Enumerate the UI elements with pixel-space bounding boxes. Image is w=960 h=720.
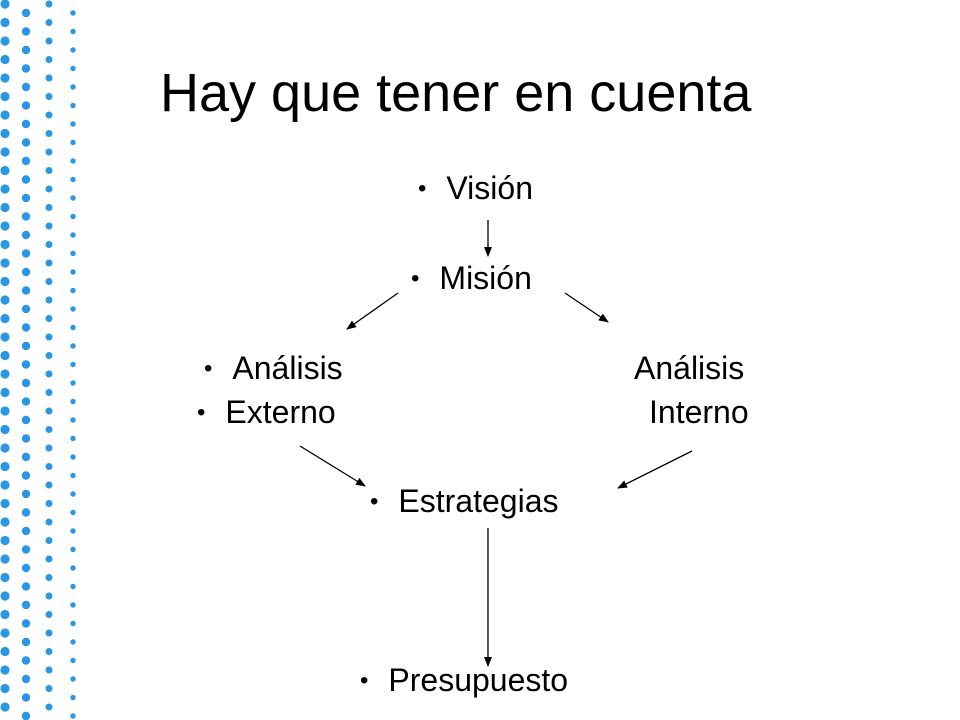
node-analisis-externo-line1: • Análisis	[204, 348, 343, 389]
arrow-mision-to-analisis-externo	[346, 292, 399, 330]
arrow-analisis-interno-to-estrategias	[617, 450, 693, 489]
slide-title: Hay que tener en cuenta	[160, 63, 752, 123]
arrow-analisis-externo-to-estrategias	[299, 445, 366, 487]
node-estrategias-label: Estrategias	[398, 483, 559, 519]
node-analisis-externo-line2: • Externo	[197, 392, 336, 433]
analisis-externo-label-line1: Análisis	[232, 350, 343, 386]
node-presupuesto: • Presupuesto	[360, 660, 568, 701]
dotted-side-pattern	[0, 0, 76, 720]
analisis-interno-label-line1: Análisis	[634, 350, 745, 386]
bullet-icon: •	[411, 265, 420, 292]
bullet-icon: •	[360, 667, 369, 694]
bullet-icon: •	[197, 399, 206, 426]
arrow-mision-to-analisis-interno	[564, 292, 609, 323]
analisis-externo-label-line2: Externo	[225, 394, 336, 430]
node-presupuesto-label: Presupuesto	[388, 662, 569, 698]
node-vision: • Visión	[418, 168, 533, 209]
analisis-interno-label-line2: Interno	[649, 394, 749, 430]
bullet-icon: •	[418, 175, 427, 202]
node-vision-label: Visión	[446, 170, 533, 206]
bullet-icon: •	[370, 488, 379, 515]
node-estrategias: • Estrategias	[370, 481, 558, 522]
node-mision-label: Misión	[439, 260, 532, 296]
node-mision: • Misión	[411, 258, 532, 299]
bullet-icon: •	[204, 355, 213, 382]
